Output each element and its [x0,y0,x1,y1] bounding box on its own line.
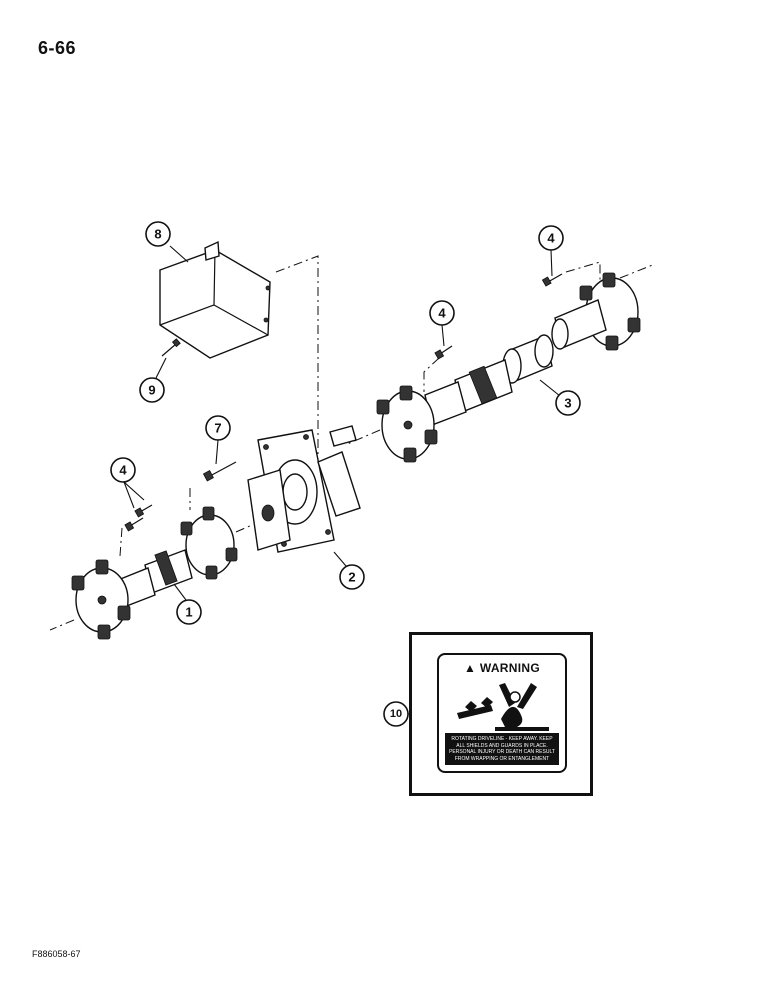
page-number: 6-66 [38,38,77,58]
callout-10: 10 [383,701,409,727]
leader-4-middle [441,324,445,347]
callout-7: 7 [205,415,231,441]
callout-2: 2 [339,564,365,590]
leader-2 [333,551,347,567]
warning-message: ROTATING DRIVELINE - KEEP AWAY. KEEP ALL… [445,733,559,765]
front-center-line-mid [235,524,253,533]
svg-text:1: 1 [185,605,192,620]
warning-header-text: WARNING [479,661,540,675]
svg-text:4: 4 [438,306,446,321]
drive-shield [159,240,271,359]
plate-bolt [202,461,237,482]
warning-triangle-icon: ▲ [464,661,477,675]
warning-decal: ▲ WARNING ROTATING DRIVELINE - KEEP AWAY… [437,653,567,773]
svg-text:8: 8 [154,227,161,242]
svg-text:2: 2 [348,570,355,585]
callout-4-middle: 4 [429,300,455,326]
callout-4-left: 4 [110,457,136,483]
right-bolt-alignment [565,261,601,280]
callout-9: 9 [139,377,165,403]
leader-4-right [550,249,553,277]
svg-text:9: 9 [148,383,155,398]
leader-9 [155,357,167,379]
warning-decal-frame: ▲ WARNING ROTATING DRIVELINE - KEEP AWAY… [409,632,593,796]
front-bolt-alignment [119,488,191,557]
callout-4-right: 4 [538,225,564,251]
svg-text:7: 7 [214,421,221,436]
svg-text:4: 4 [119,463,127,478]
callout-8: 8 [145,221,171,247]
leader-4-left [123,481,145,509]
front-driveshaft [71,506,238,640]
warning-header: ▲ WARNING [439,661,565,675]
callout-1: 1 [176,599,202,625]
rear-center-line [619,263,656,279]
svg-text:4: 4 [547,231,555,246]
yoke-bolt-right [541,273,563,287]
middle-bolt-alignment [423,357,440,392]
center-bearing-plate [247,425,361,553]
svg-text:10: 10 [390,708,402,720]
yoke-bolt-left-b [124,517,144,532]
leader-8 [169,245,189,263]
leader-3 [539,379,561,397]
entanglement-hazard-icon [457,683,549,731]
front-center-line [49,619,75,631]
leader-1 [173,583,187,601]
svg-text:3: 3 [564,396,571,411]
shield-bolt [161,338,181,357]
rear-center-line-left [344,429,381,446]
yoke-bolt-left-a [134,504,153,518]
callout-3: 3 [555,390,581,416]
shield-alignment-line [275,255,319,520]
figure-code: F886058-67 [32,949,81,959]
yoke-bolt-middle [434,345,453,360]
rear-driveshaft [376,272,641,463]
leader-7 [215,439,219,465]
